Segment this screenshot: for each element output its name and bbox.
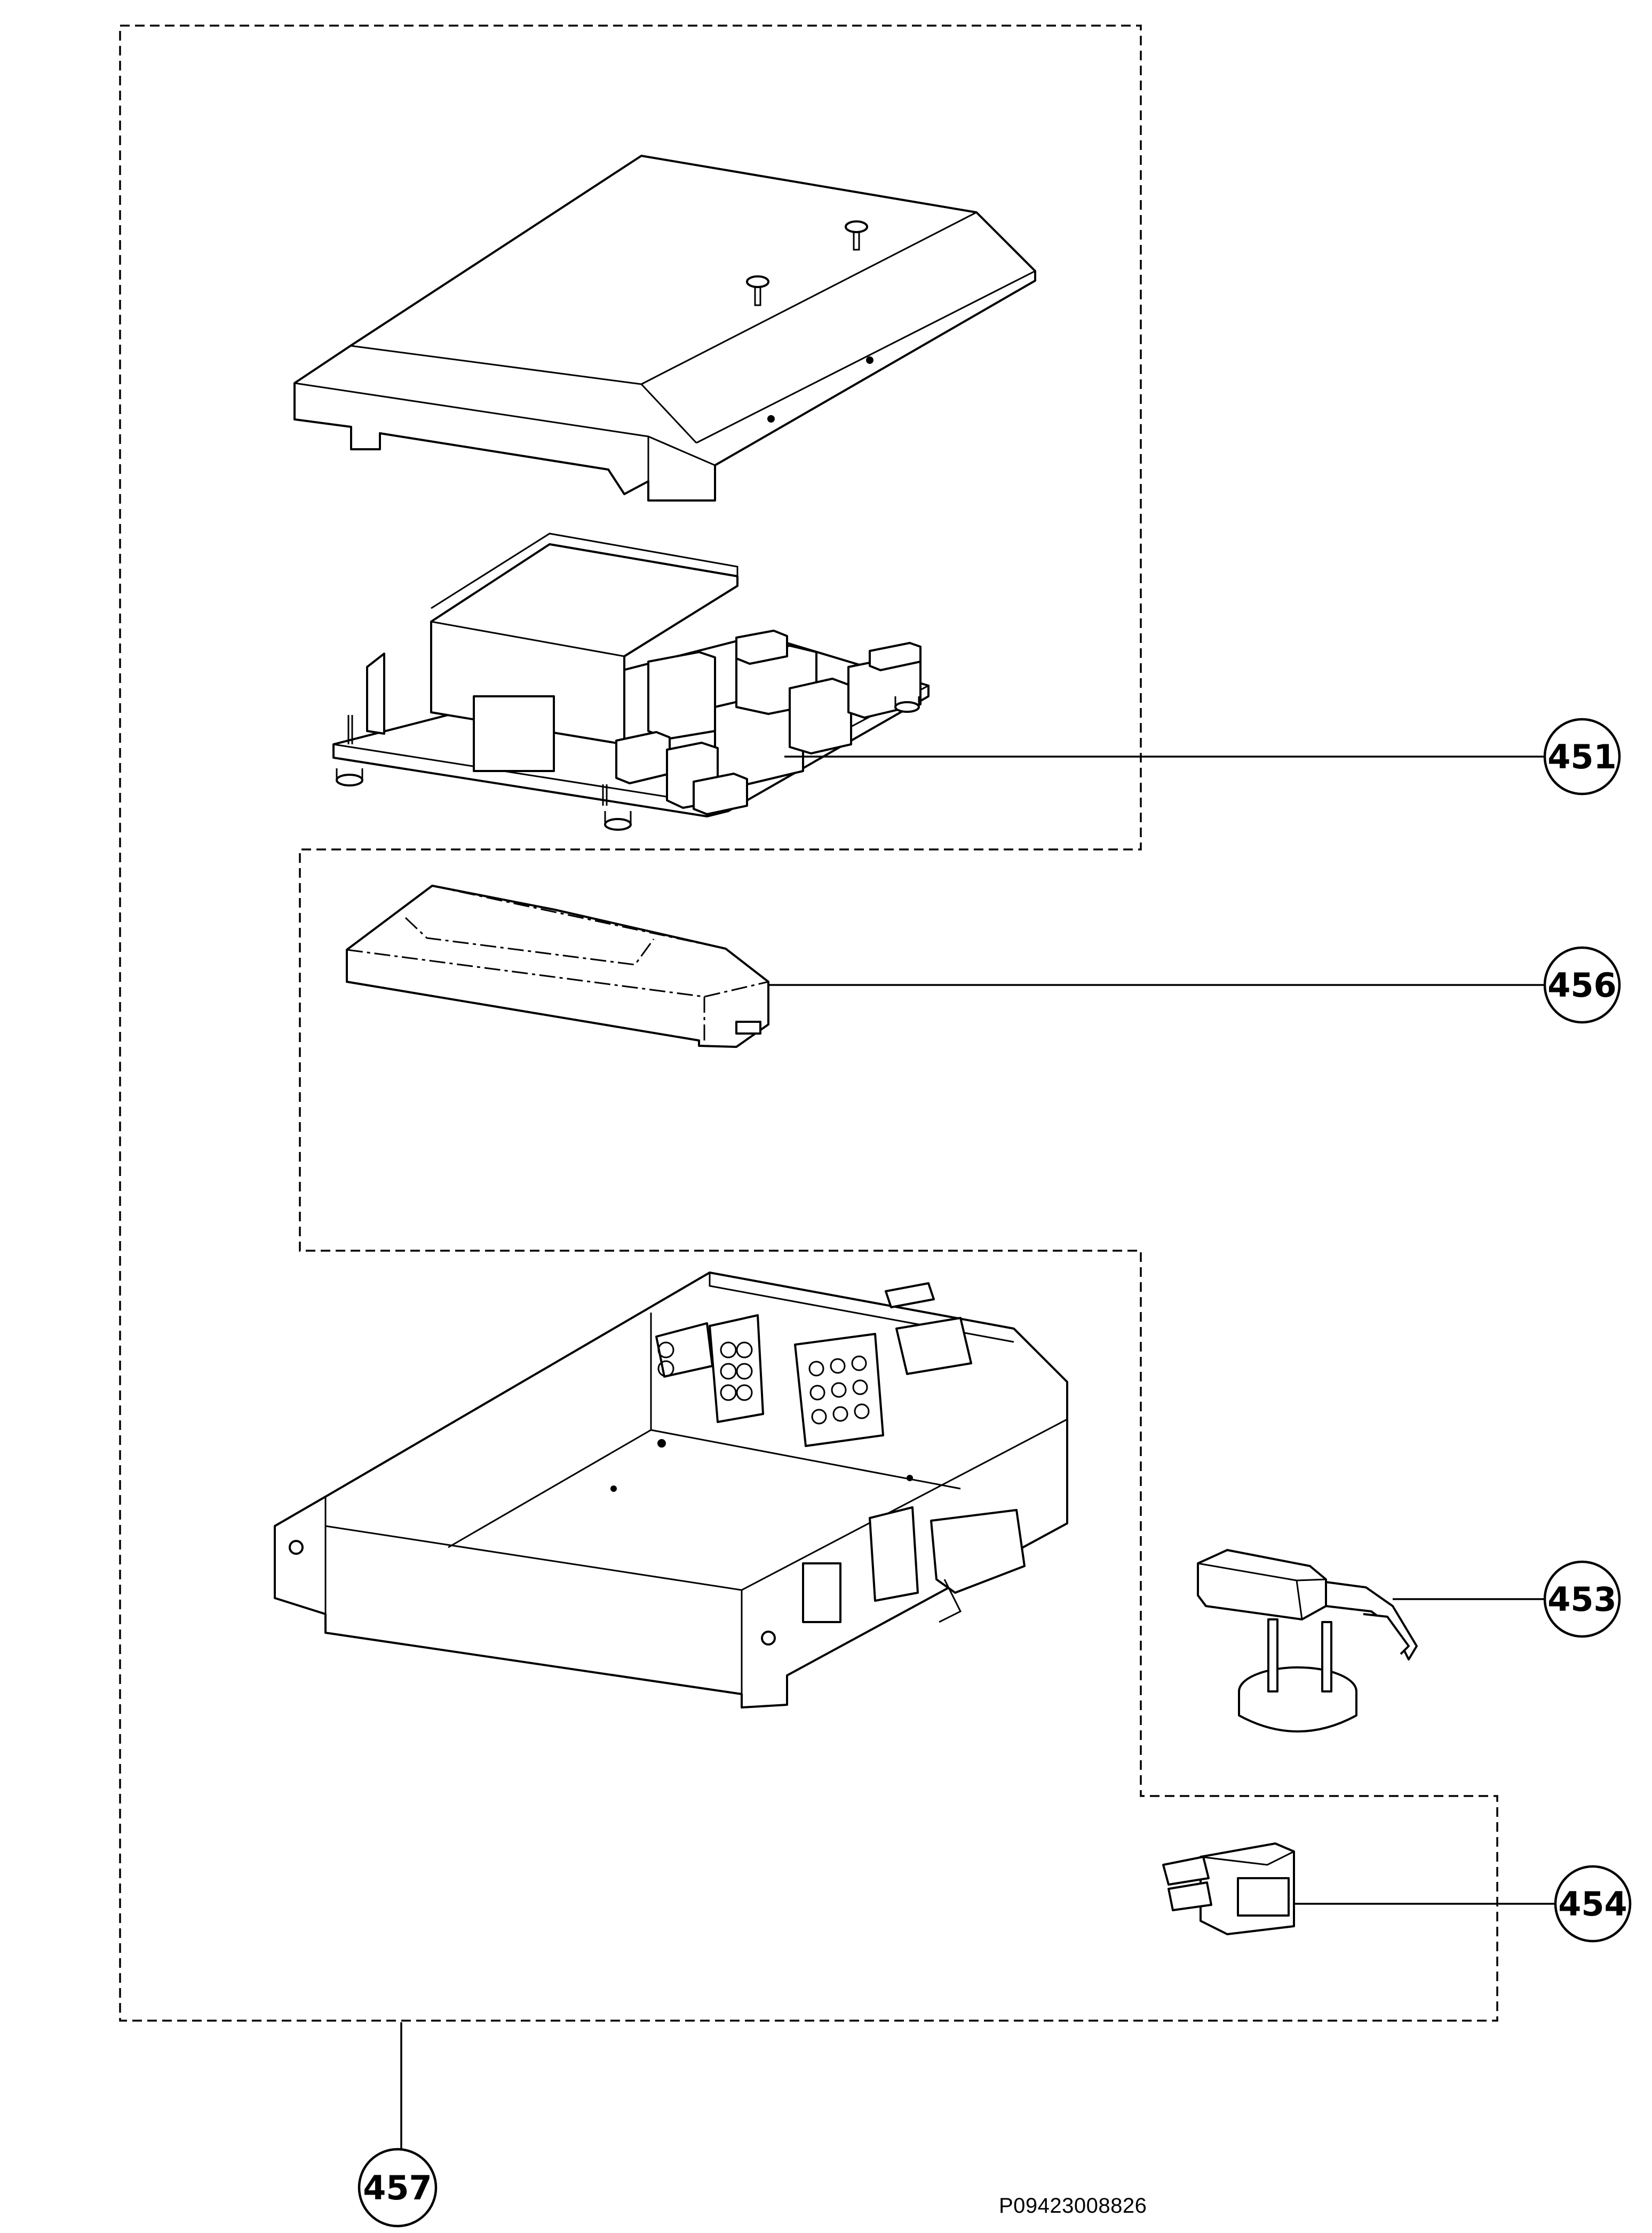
callout-456: 456 xyxy=(1543,946,1621,1024)
callout-label: 457 xyxy=(363,2168,432,2207)
standoff-icon xyxy=(336,768,363,786)
pcb-board-part xyxy=(332,533,930,831)
callout-451: 451 xyxy=(1543,718,1621,796)
power-cord-plug-part xyxy=(1197,1549,1418,1733)
document-number: P09423008826 xyxy=(999,2194,1147,2218)
callout-457: 457 xyxy=(358,2148,438,2228)
callout-label: 451 xyxy=(1547,737,1616,776)
connector-socket-part xyxy=(1162,1842,1295,1935)
cover-part xyxy=(293,155,1036,502)
base-tray-part xyxy=(274,1272,1068,1708)
callout-label: 453 xyxy=(1547,1580,1616,1619)
screw-icon xyxy=(845,220,868,251)
callout-453: 453 xyxy=(1543,1560,1621,1638)
callout-label: 454 xyxy=(1558,1885,1627,1924)
callout-454: 454 xyxy=(1554,1865,1632,1943)
screw-icon xyxy=(746,275,769,306)
insulation-part xyxy=(346,885,769,1048)
standoff-icon xyxy=(604,811,632,831)
standoff-icon xyxy=(894,696,920,713)
assembly-boundary xyxy=(119,25,1498,2022)
callout-label: 456 xyxy=(1547,966,1616,1005)
